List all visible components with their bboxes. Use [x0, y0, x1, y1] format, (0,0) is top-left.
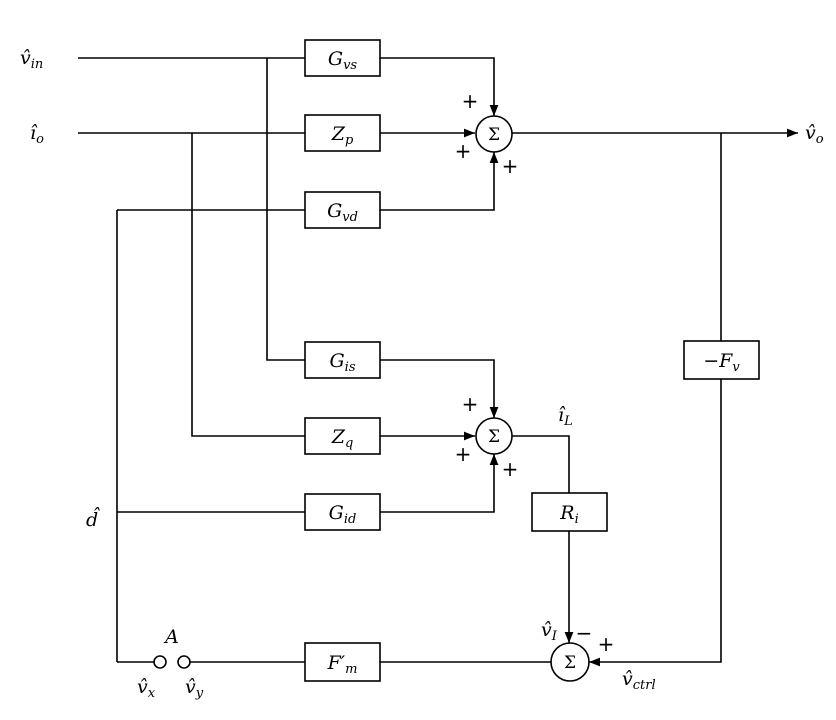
svg-text:Gid: Gid	[329, 502, 357, 527]
svg-text:Σ: Σ	[488, 125, 500, 145]
sign-plus-sum3-right: +	[598, 632, 615, 656]
block-ri: Ri	[531, 492, 608, 532]
label-i-l: îL	[558, 404, 573, 429]
label-v-i: v̂I	[541, 619, 558, 644]
label-v-x: v̂x	[137, 676, 156, 701]
wire-gvd-to-sum1	[380, 152, 499, 211]
wire-io-branch	[191, 133, 305, 437]
sign-plus-sum1-left: +	[455, 139, 472, 163]
svg-text:Gis: Gis	[329, 350, 355, 375]
switch-port-y	[177, 655, 191, 669]
label-v-y: v̂y	[185, 676, 204, 701]
switch-port-x	[153, 655, 167, 669]
svg-text:Ri: Ri	[559, 502, 578, 527]
block-gvd: Gvd	[304, 191, 381, 229]
sign-plus-sum1-top: +	[462, 89, 479, 113]
svg-text:Gvs: Gvs	[328, 48, 358, 73]
block-gid: Gid	[304, 493, 381, 531]
sign-plus-sum2-top: +	[462, 392, 479, 416]
block-zp: Zp	[304, 114, 381, 152]
sign-plus-sum2-bottom: +	[502, 457, 519, 481]
svg-text:Σ: Σ	[488, 427, 500, 447]
summing-junction-1: Σ	[475, 115, 513, 153]
block-gis: Gis	[304, 341, 381, 379]
sign-plus-sum1-bottom: +	[502, 154, 519, 178]
block-gvs: Gvs	[304, 39, 381, 77]
label-i-o: îo	[30, 122, 44, 147]
svg-text:Zp: Zp	[331, 123, 354, 148]
wire-gvs-to-sum1	[380, 57, 499, 116]
wire-gis-to-sum2	[380, 359, 499, 418]
label-d: d̂	[86, 506, 100, 531]
block-fm: F′m	[304, 642, 381, 682]
sign-plus-sum2-left: +	[455, 442, 472, 466]
switch-label-a: A	[163, 626, 179, 648]
label-v-in: v̂in	[20, 47, 43, 72]
block-fv: −Fv	[683, 340, 760, 380]
svg-text:F′m: F′m	[327, 652, 358, 677]
wire-fv-to-sum3	[589, 379, 722, 667]
svg-text:Zq: Zq	[331, 426, 354, 451]
sign-minus-sum3-top: −	[576, 621, 593, 645]
label-v-ctrl: v̂ctrl	[622, 668, 656, 693]
wire-sum2-to-ri	[512, 435, 570, 493]
svg-text:Gvd: Gvd	[327, 200, 358, 225]
svg-text:−Fv: −Fv	[703, 350, 740, 375]
summing-junction-2: Σ	[475, 417, 513, 455]
block-zq: Zq	[304, 417, 381, 455]
wire-gid-to-sum2	[380, 454, 499, 513]
svg-text:Σ: Σ	[564, 653, 576, 673]
label-v-o: v̂o	[805, 122, 824, 147]
wire-vin-branch	[266, 58, 305, 361]
summing-junction-3: Σ	[550, 642, 590, 682]
